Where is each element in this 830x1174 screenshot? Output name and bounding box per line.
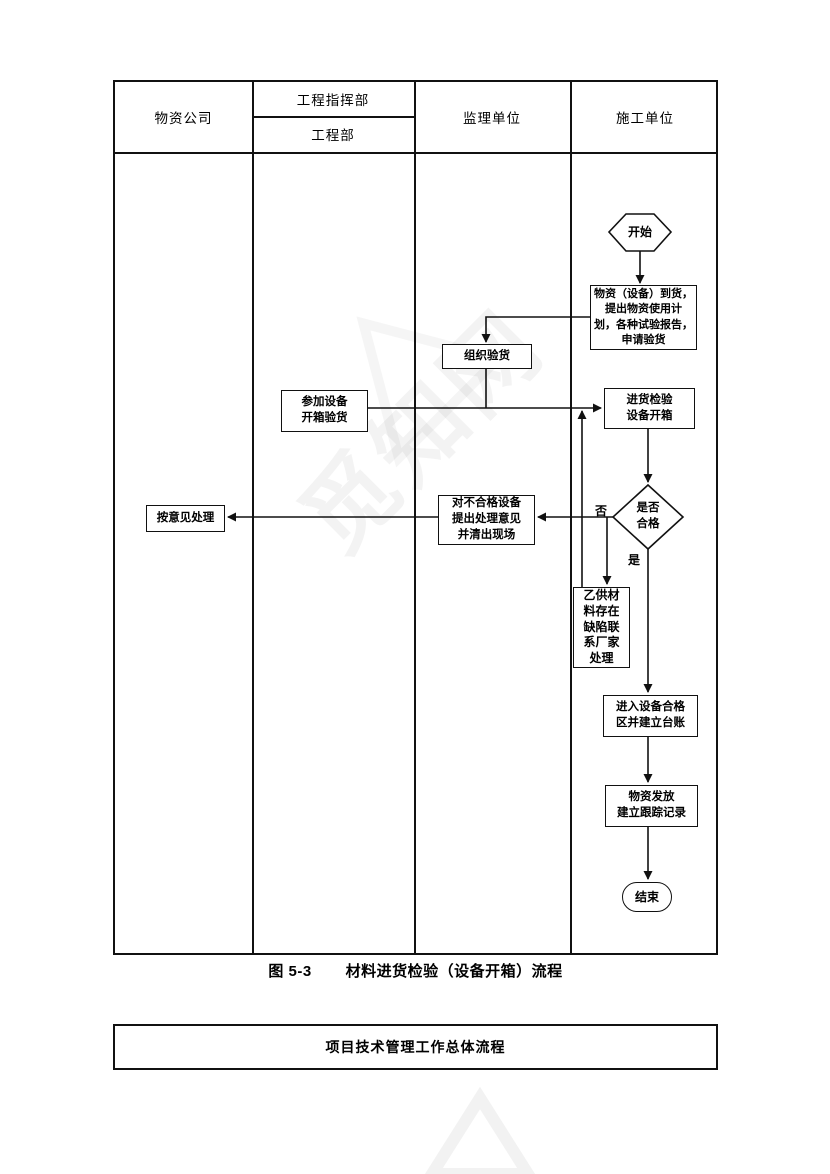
watermark-triangle-bottom [424,1086,536,1174]
node-organize-inspection: 组织验货 [442,344,532,369]
lane-header-engineering-command: 工程指挥部 [296,93,370,108]
node-defect-contact-manufacturer: 乙供材 料存在 缺陷联 系厂家 处理 [573,587,630,668]
header-divider [115,152,716,154]
column-divider-2 [414,82,416,953]
node-participate-unboxing: 参加设备 开箱验货 [281,390,368,432]
start-node-label: 开始 [627,225,652,240]
column-divider-3 [570,82,572,953]
footer-title: 项目技术管理工作总体流程 [325,1039,506,1055]
figure-caption: 图 5-3 材料进货检验（设备开箱）流程 [113,960,718,981]
lane2-subdivider [252,116,414,118]
footer-title-box: 项目技术管理工作总体流程 [113,1024,718,1070]
node-incoming-inspection: 进货检验 设备开箱 [604,388,695,429]
decision-label: 是否 合格 [636,502,660,530]
branch-yes-label: 是 [628,553,641,567]
node-qualified-zone-ledger: 进入设备合格 区并建立台账 [603,695,698,737]
node-distribute-tracking: 物资发放 建立跟踪记录 [605,785,698,827]
figure-caption-label: 图 5-3 [268,963,312,980]
node-handle-unqualified: 对不合格设备 提出处理意见 并清出现场 [438,495,535,545]
lane-header-supervision-unit: 监理单位 [463,111,521,126]
node-handle-per-opinion: 按意见处理 [146,505,225,532]
branch-no-label: 否 [595,504,608,518]
figure-caption-title: 材料进货检验（设备开箱）流程 [345,963,563,980]
column-divider-1 [252,82,254,953]
node-arrival: 物资（设备）到货， 提出物资使用计 划，各种试验报告， 申请验货 [590,285,697,350]
end-node: 结束 [622,882,672,912]
lane-header-construction-unit: 施工单位 [616,111,674,126]
lane-header-materials-company: 物资公司 [154,111,213,126]
lane-header-engineering-dept: 工程部 [311,128,355,143]
